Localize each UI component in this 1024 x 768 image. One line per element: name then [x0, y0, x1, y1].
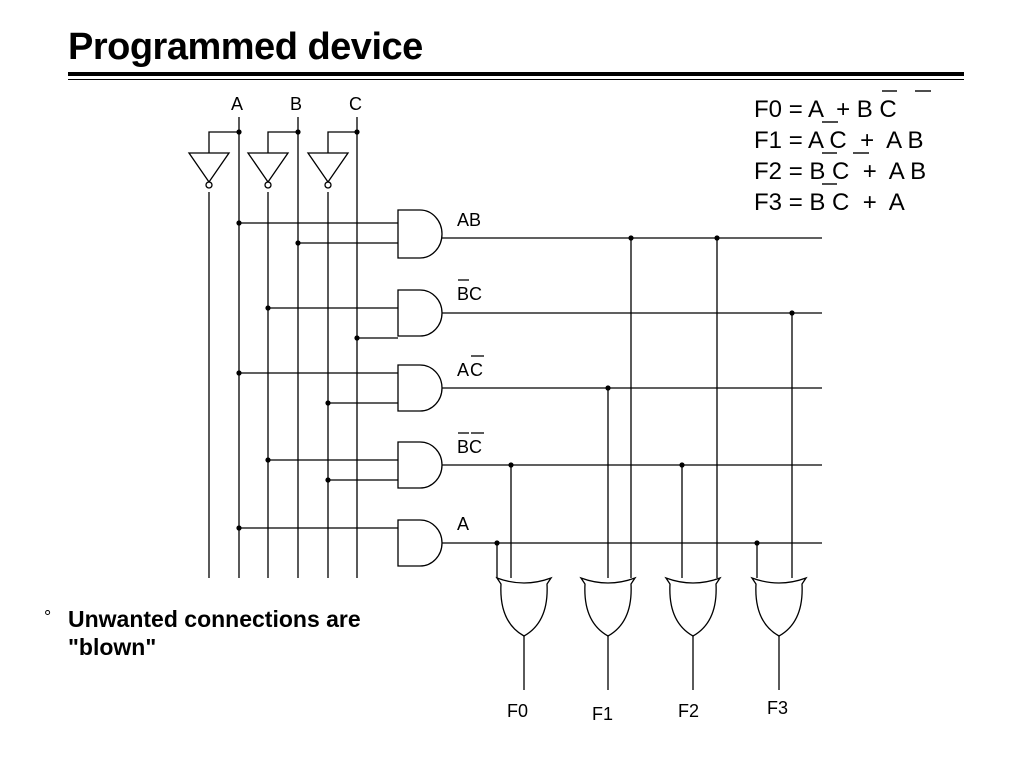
equation-f3: F3 = B C + A	[754, 189, 905, 216]
title-rule-thin	[68, 79, 964, 80]
output-label-f3: F3	[767, 698, 788, 718]
and-gate-5	[397, 519, 443, 567]
title-rule	[68, 72, 964, 76]
or-gate-f3	[750, 576, 808, 637]
bullet-text: Unwanted connections are "blown"	[68, 606, 361, 660]
equation-f1: F1 = A C + A B	[754, 127, 923, 154]
input-label-a: A	[231, 94, 243, 114]
and-gate-3	[397, 364, 443, 412]
inverter-c	[306, 152, 350, 184]
term-label-bbar: B	[457, 284, 469, 304]
output-label-f2: F2	[678, 701, 699, 721]
equation-f0: F0 = A + B C	[754, 96, 897, 123]
inverter-a	[187, 152, 231, 184]
output-label-f0: F0	[507, 701, 528, 721]
term-label-ab: AB	[457, 210, 481, 230]
term-label-bbar-cbar: BC	[457, 437, 482, 457]
or-gate-f0	[495, 576, 553, 637]
page-title: Programmed device	[68, 26, 423, 68]
inverter-b	[246, 152, 290, 184]
term-label-cbar: C	[470, 360, 483, 380]
output-label-f1: F1	[592, 704, 613, 724]
and-gate-4	[397, 441, 443, 489]
term-label-a-only: A	[457, 514, 469, 534]
and-gate-2	[397, 289, 443, 337]
input-label-c: C	[349, 94, 362, 114]
term-label-c: C	[469, 284, 482, 304]
term-label-a: A	[457, 360, 469, 380]
equation-f2: F2 = B C + A B	[754, 158, 926, 185]
or-gate-f1	[579, 576, 637, 637]
or-gate-f2	[664, 576, 722, 637]
bullet-marker: °	[44, 607, 52, 627]
input-label-b: B	[290, 94, 302, 114]
and-gate-1	[397, 209, 443, 259]
